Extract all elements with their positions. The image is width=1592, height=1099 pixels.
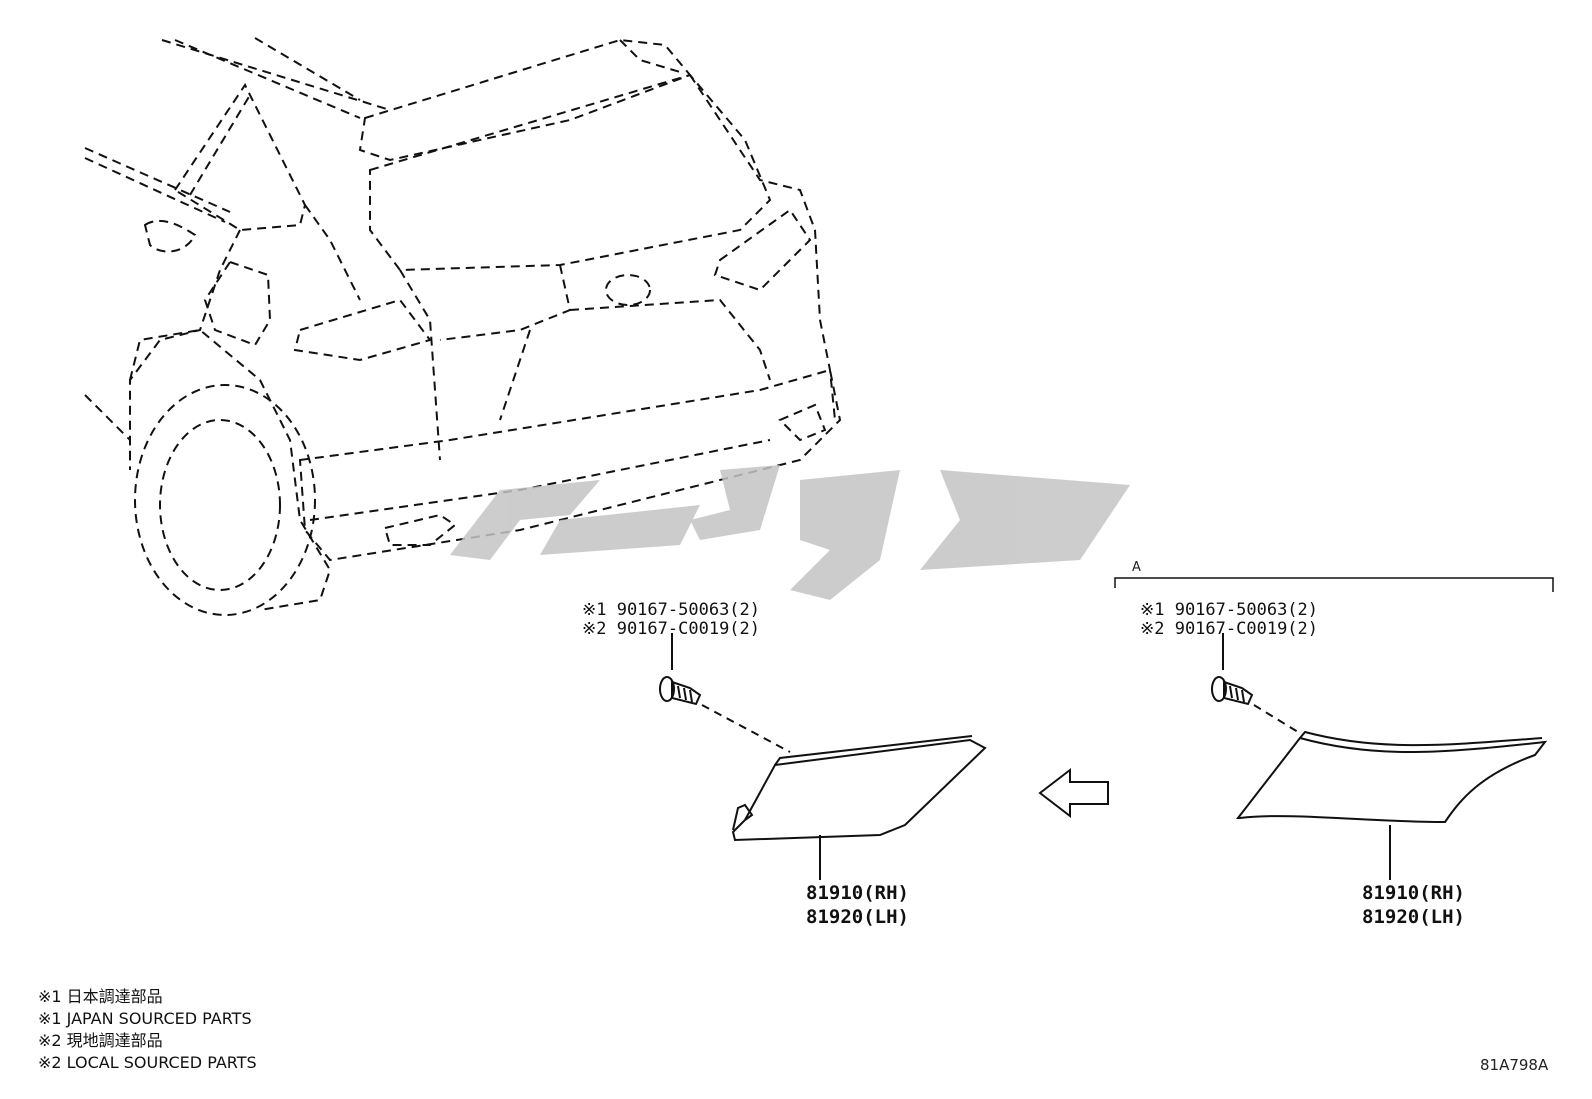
figure-code: 81A798A (1480, 1056, 1549, 1074)
section-label: A (1132, 560, 1141, 575)
direction-arrow-icon (1038, 767, 1109, 819)
note-1-jp: ※1 日本調達部品 (38, 987, 163, 1006)
watermark-logo (450, 465, 1130, 600)
left-fastener-line1: ※1 90167-50063(2) (582, 600, 761, 620)
left-garnish-part (731, 735, 987, 880)
note-2-en: ※2 LOCAL SOURCED PARTS (38, 1053, 257, 1072)
left-bolt-icon (659, 633, 702, 706)
right-fastener-line2: ※2 90167-C0019(2) (1140, 619, 1319, 639)
left-part-lh: 81920(LH) (806, 906, 909, 928)
note-2-jp: ※2 現地調達部品 (38, 1031, 163, 1050)
right-part-lh: 81920(LH) (1362, 906, 1465, 928)
right-garnish-part (1235, 730, 1548, 880)
right-leader-dashed (1253, 704, 1299, 733)
section-bracket (1114, 577, 1554, 592)
left-fastener-line2: ※2 90167-C0019(2) (582, 619, 761, 639)
left-leader-dashed (701, 704, 791, 753)
note-1-en: ※1 JAPAN SOURCED PARTS (38, 1009, 252, 1028)
vehicle-outline (84, 37, 842, 616)
right-bolt-icon (1211, 633, 1254, 706)
right-fastener-line1: ※1 90167-50063(2) (1140, 600, 1319, 620)
left-part-rh: 81910(RH) (806, 882, 909, 904)
right-part-rh: 81910(RH) (1362, 882, 1465, 904)
